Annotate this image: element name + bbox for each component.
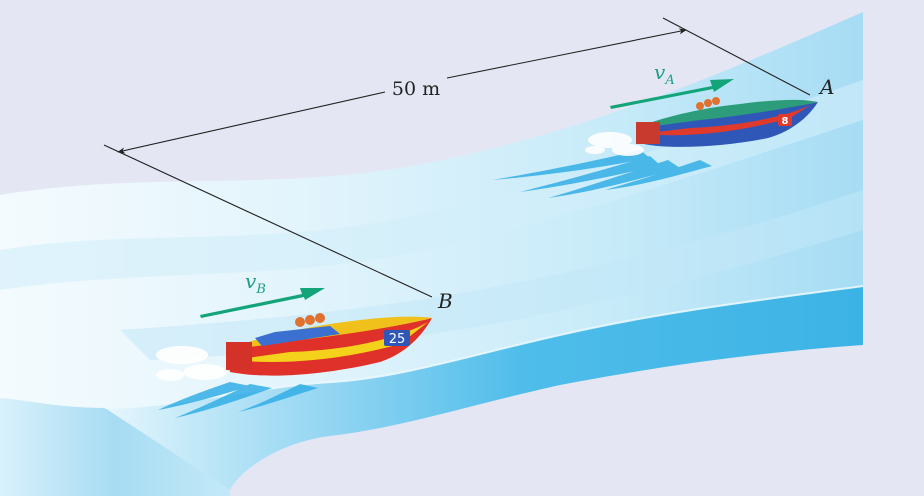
dimension-line-right xyxy=(446,28,687,79)
boat-a-wake xyxy=(492,150,712,198)
dimension-label: 50 m xyxy=(392,78,440,100)
point-label-a: A xyxy=(818,75,834,99)
water-surface xyxy=(0,12,863,408)
boat-b-stern xyxy=(226,342,252,370)
boat-a-hull xyxy=(636,102,818,147)
boat-b-number: 25 xyxy=(389,332,406,347)
extension-line-b xyxy=(103,144,433,298)
water-front-face xyxy=(0,398,230,496)
boat-a-number: 8 xyxy=(782,116,789,127)
velocity-arrow-a xyxy=(610,79,734,109)
boat-a-number-plate xyxy=(778,114,792,126)
water-side-face xyxy=(105,286,863,490)
boat-b-number-plate xyxy=(384,330,410,346)
water-wave-band xyxy=(0,80,863,290)
boat-b-wake xyxy=(158,382,318,418)
boat-a-spray xyxy=(585,132,644,156)
boat-a-crew xyxy=(696,97,720,110)
boat-a: 8 xyxy=(636,97,818,147)
velocity-label-b: vB xyxy=(245,269,266,297)
boat-b-seats xyxy=(255,326,340,346)
velocity-label-a: vA xyxy=(654,60,675,88)
boat-a-deck xyxy=(636,99,818,128)
dimension-line-left xyxy=(117,91,386,154)
boat-b: 25 xyxy=(226,313,432,376)
extension-line-a xyxy=(662,17,811,96)
boat-b-crew xyxy=(295,313,325,327)
velocity-arrow-b xyxy=(200,288,325,318)
point-label-b: B xyxy=(437,289,453,313)
boat-a-stern xyxy=(636,122,660,144)
boat-b-spray xyxy=(156,346,227,381)
water-edge-highlight xyxy=(104,285,864,409)
